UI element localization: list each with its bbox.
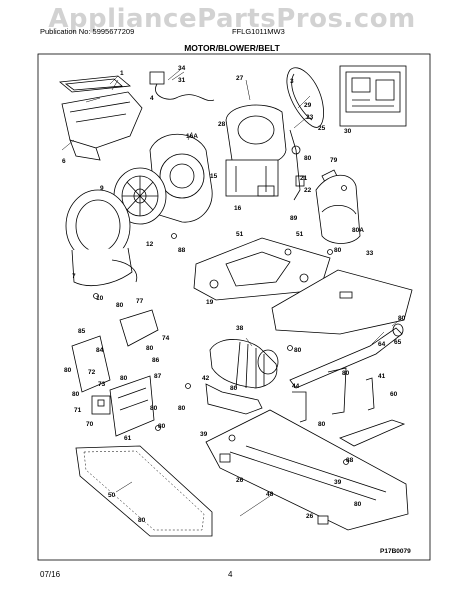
label-19: 19 bbox=[206, 299, 214, 306]
label-60: 60 bbox=[390, 391, 398, 398]
label-30: 30 bbox=[344, 128, 352, 135]
label-51b: 51 bbox=[296, 231, 304, 238]
screws bbox=[93, 185, 349, 465]
label-80f: 80 bbox=[146, 345, 154, 352]
label-4: 4 bbox=[150, 95, 154, 102]
label-80a: 80 bbox=[304, 155, 312, 162]
label-12: 12 bbox=[146, 241, 154, 248]
label-80i: 80 bbox=[72, 391, 80, 398]
lint-filter-group bbox=[59, 75, 143, 161]
label-48: 48 bbox=[266, 491, 274, 498]
footer-date: 07/16 bbox=[40, 570, 61, 579]
power-cord-group bbox=[149, 69, 215, 102]
label-73: 73 bbox=[98, 381, 106, 388]
label-65: 65 bbox=[394, 339, 402, 346]
label-28: 28 bbox=[218, 121, 226, 128]
section-title: MOTOR/BLOWER/BELT bbox=[184, 43, 280, 53]
drive-belt bbox=[286, 67, 324, 128]
label-86: 86 bbox=[152, 357, 160, 364]
label-80o: 80 bbox=[318, 421, 326, 428]
exhaust-pipe bbox=[289, 323, 404, 389]
leveling-feet bbox=[219, 453, 329, 525]
label-7: 7 bbox=[72, 273, 76, 280]
label-21: 21 bbox=[300, 175, 308, 182]
support-brackets bbox=[205, 367, 406, 447]
label-64: 64 bbox=[378, 341, 386, 348]
front-lower-panel bbox=[75, 445, 213, 537]
label-80c: 80 bbox=[294, 347, 302, 354]
label-80n: 80 bbox=[342, 370, 350, 377]
floor-pan bbox=[205, 409, 409, 531]
label-79: 79 bbox=[330, 157, 338, 164]
label-39a: 39 bbox=[200, 431, 208, 438]
label-25: 25 bbox=[318, 125, 326, 132]
label-38: 38 bbox=[236, 325, 244, 332]
label-80a2: 80A bbox=[352, 227, 364, 234]
label-80k: 80 bbox=[158, 423, 166, 430]
label-50: 50 bbox=[108, 492, 116, 499]
label-31: 31 bbox=[178, 77, 186, 84]
label-29: 29 bbox=[304, 102, 312, 109]
label-34: 34 bbox=[178, 65, 186, 72]
label-87: 87 bbox=[154, 373, 162, 380]
diagram-frame bbox=[37, 53, 431, 561]
label-80d: 80 bbox=[398, 315, 406, 322]
model-number: FFLG1011MW3 bbox=[232, 27, 285, 36]
label-16a: 16A bbox=[186, 133, 198, 140]
label-1: 1 bbox=[120, 70, 124, 77]
label-9: 9 bbox=[100, 185, 104, 192]
label-70: 70 bbox=[86, 421, 94, 428]
label-88b: 88 bbox=[346, 457, 354, 464]
label-44: 44 bbox=[292, 383, 300, 390]
label-61: 61 bbox=[124, 435, 132, 442]
front-duct-group bbox=[65, 189, 138, 287]
label-27: 27 bbox=[236, 75, 244, 82]
label-15: 15 bbox=[210, 173, 218, 180]
label-80j: 80 bbox=[150, 405, 158, 412]
label-22: 22 bbox=[304, 187, 312, 194]
flex-exhaust-duct bbox=[209, 339, 279, 389]
label-80p: 80 bbox=[138, 517, 146, 524]
label-51a: 51 bbox=[236, 231, 244, 238]
label-6: 6 bbox=[62, 158, 66, 165]
label-26a: 26 bbox=[236, 477, 244, 484]
label-10: 10 bbox=[96, 295, 104, 302]
label-16: 16 bbox=[234, 205, 242, 212]
label-80q: 80 bbox=[354, 501, 362, 508]
label-80m: 80 bbox=[178, 405, 186, 412]
publication-number: Publication No: 5995677209 bbox=[40, 27, 135, 36]
label-33: 33 bbox=[366, 250, 374, 257]
label-80e: 80 bbox=[116, 302, 124, 309]
label-85: 85 bbox=[78, 328, 86, 335]
label-80h: 80 bbox=[120, 375, 128, 382]
label-80l: 80 bbox=[230, 385, 238, 392]
page-number: 4 bbox=[228, 570, 233, 579]
label-42: 42 bbox=[202, 375, 210, 382]
label-89: 89 bbox=[290, 215, 298, 222]
door-switch-assembly bbox=[71, 309, 159, 437]
label-84: 84 bbox=[96, 347, 104, 354]
heater-cover bbox=[315, 174, 361, 244]
label-41: 41 bbox=[378, 373, 386, 380]
gas-valve-box bbox=[339, 65, 407, 127]
label-3: 3 bbox=[290, 78, 294, 85]
label-23: 23 bbox=[306, 114, 314, 121]
base-plate bbox=[193, 237, 413, 335]
label-71: 71 bbox=[74, 407, 82, 414]
label-72: 72 bbox=[88, 369, 96, 376]
label-39b: 39 bbox=[334, 479, 342, 486]
diagram-code: P17B0079 bbox=[380, 548, 411, 555]
label-74: 74 bbox=[162, 335, 170, 342]
part-number-labels: 1 4 6 34 31 16A 9 12 7 10 88 27 3 28 15 … bbox=[62, 65, 411, 555]
label-80g: 80 bbox=[64, 367, 72, 374]
leader-lines bbox=[61, 71, 403, 517]
label-80b: 80 bbox=[334, 247, 342, 254]
watermark: AppliancePartsPros.com bbox=[48, 4, 416, 34]
label-77: 77 bbox=[136, 298, 144, 305]
label-88a: 88 bbox=[178, 247, 186, 254]
motor-group bbox=[225, 104, 287, 197]
label-26b: 26 bbox=[306, 513, 314, 520]
